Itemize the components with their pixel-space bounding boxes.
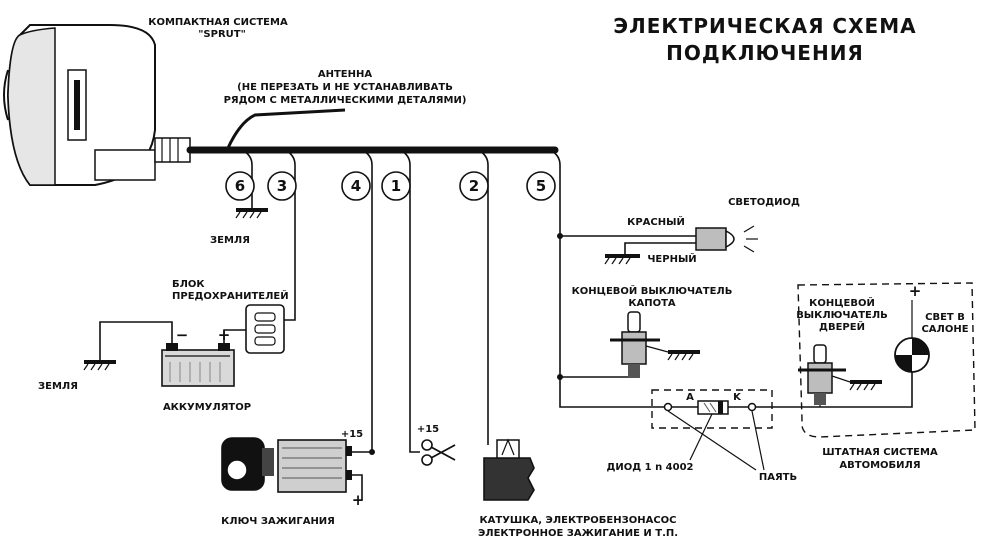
led: [695, 225, 758, 253]
solder-label: ПАЯТЬ: [759, 472, 797, 483]
cabin-light-label-line1: СВЕТ В: [925, 312, 965, 323]
solder-pointer-k: [751, 410, 765, 471]
solder-pointer-a: [667, 410, 757, 471]
plus15-label-a: +15: [341, 429, 363, 440]
fuse-block-label-line2: ПРЕДОХРАНИТЕЛЕЙ: [172, 289, 289, 302]
door-switch: [798, 344, 846, 405]
terminal-4: 4: [341, 171, 371, 201]
ground-label-top: ЗЕМЛЯ: [210, 235, 250, 246]
diode-dashed-box: [651, 389, 773, 429]
ignition-plus-sign: +: [352, 491, 365, 509]
terminal-6: 6: [225, 171, 255, 201]
vehicle-system-label-line1: ШТАТНАЯ СИСТЕМА: [822, 447, 938, 458]
black-wire-label: ЧЕРНЫЙ: [647, 252, 696, 265]
red-wire-label: КРАСНЫЙ: [627, 215, 685, 228]
antenna-label-line3: РЯДОМ С МЕТАЛЛИЧЕСКИМИ ДЕТАЛЯМИ): [224, 95, 467, 106]
diode-label: ДИОД 1 n 4002: [606, 462, 693, 473]
solder-point-a: [663, 402, 673, 412]
wire-1: [399, 149, 420, 453]
terminal-3: 3: [267, 171, 297, 201]
hood-ground-wire: [645, 345, 669, 353]
svg-text:2: 2: [469, 177, 479, 195]
cabin-light-icon: [894, 337, 930, 373]
wire-2: [477, 149, 489, 445]
alarm-unit: [3, 24, 191, 186]
door-switch-label-line1: КОНЦЕВОЙ: [809, 296, 875, 309]
plus15-label-b: +15: [417, 424, 439, 435]
battery-plus-sign: +: [218, 326, 231, 344]
ignition-key: [221, 437, 274, 491]
battery-plus-wire: [223, 329, 246, 345]
led-black-wire: [624, 242, 696, 255]
fuse-block-label-line1: БЛОК: [172, 279, 205, 290]
ground-symbol-left: [83, 360, 116, 371]
cathode-label: K: [733, 392, 742, 403]
diode-pointer: [689, 413, 713, 461]
wire-5: [549, 149, 668, 408]
hood-switch: [610, 311, 660, 378]
ignition-key-label: КЛЮЧ ЗАЖИГАНИЯ: [221, 516, 335, 527]
antenna-label-line2: (НЕ ПЕРЕЗАТЬ И НЕ УСТАНАВЛИВАТЬ: [237, 82, 453, 93]
ground-symbol-door: [849, 380, 882, 391]
anode-label: A: [686, 392, 694, 403]
diode-cathode-wire: [728, 372, 913, 408]
system-label-line2: "SPRUT": [198, 29, 246, 40]
svg-text:6: 6: [235, 177, 245, 195]
wire-3: [282, 149, 296, 321]
diagram-title-line1: ЭЛЕКТРИЧЕСКАЯ СХЕМА: [613, 14, 916, 38]
coil-fuel-pump: [483, 438, 535, 501]
junction-plus15: [369, 449, 375, 455]
cabin-light-label-line2: САЛОНЕ: [921, 324, 968, 335]
battery-label: АККУМУЛЯТОР: [163, 402, 251, 413]
coil-label-line2: ЭЛЕКТРОННОЕ ЗАЖИГАНИЕ И Т.П.: [478, 528, 678, 539]
terminal-1: 1: [381, 171, 411, 201]
diagram-title-line2: ПОДКЛЮЧЕНИЯ: [666, 41, 864, 65]
led-label: СВЕТОДИОД: [728, 197, 800, 208]
svg-text:3: 3: [277, 177, 287, 195]
wire-4: [345, 149, 373, 453]
junction-led: [557, 233, 563, 239]
ground-symbol-hood: [667, 350, 700, 361]
solder-point-k: [747, 402, 757, 412]
cabin-light-plus-sign: +: [909, 282, 922, 300]
fuse-block: [245, 304, 285, 354]
ignition-relay: [277, 439, 352, 493]
antenna-label-line1: АНТЕННА: [318, 69, 372, 80]
diode: [697, 400, 729, 415]
wire-6: [241, 149, 253, 210]
hood-switch-label-line2: КАПОТА: [628, 298, 676, 309]
battery: [161, 343, 235, 387]
vehicle-system-dashed-area: [797, 282, 976, 438]
junction-hood: [557, 374, 563, 380]
scissors-icon: [421, 439, 456, 466]
battery-minus-wire: [99, 321, 173, 362]
ignition-plus-wire: [352, 474, 363, 500]
battery-minus-sign: −: [176, 326, 189, 344]
svg-text:1: 1: [391, 177, 401, 195]
ground-symbol-top: [235, 208, 268, 219]
terminal-2: 2: [459, 171, 489, 201]
svg-text:5: 5: [536, 177, 546, 195]
svg-text:4: 4: [351, 177, 361, 195]
ground-symbol-led: [604, 254, 640, 265]
door-ground-wire: [831, 375, 851, 383]
hood-switch-label-line1: КОНЦЕВОЙ ВЫКЛЮЧАТЕЛЬ: [572, 284, 733, 297]
ground-label-left: ЗЕМЛЯ: [38, 381, 78, 392]
door-switch-label-line2: ВЫКЛЮЧАТЕЛЬ: [796, 310, 888, 321]
terminal-5: 5: [526, 171, 556, 201]
antenna-wire: [226, 108, 346, 149]
system-label-line1: КОМПАКТНАЯ СИСТЕМА: [148, 17, 288, 28]
door-switch-label-line3: ДВЕРЕЙ: [819, 320, 865, 333]
vehicle-system-label-line2: АВТОМОБИЛЯ: [839, 460, 920, 471]
coil-label-line1: КАТУШКА, ЭЛЕКТРОБЕНЗОНАСОС: [479, 515, 676, 526]
